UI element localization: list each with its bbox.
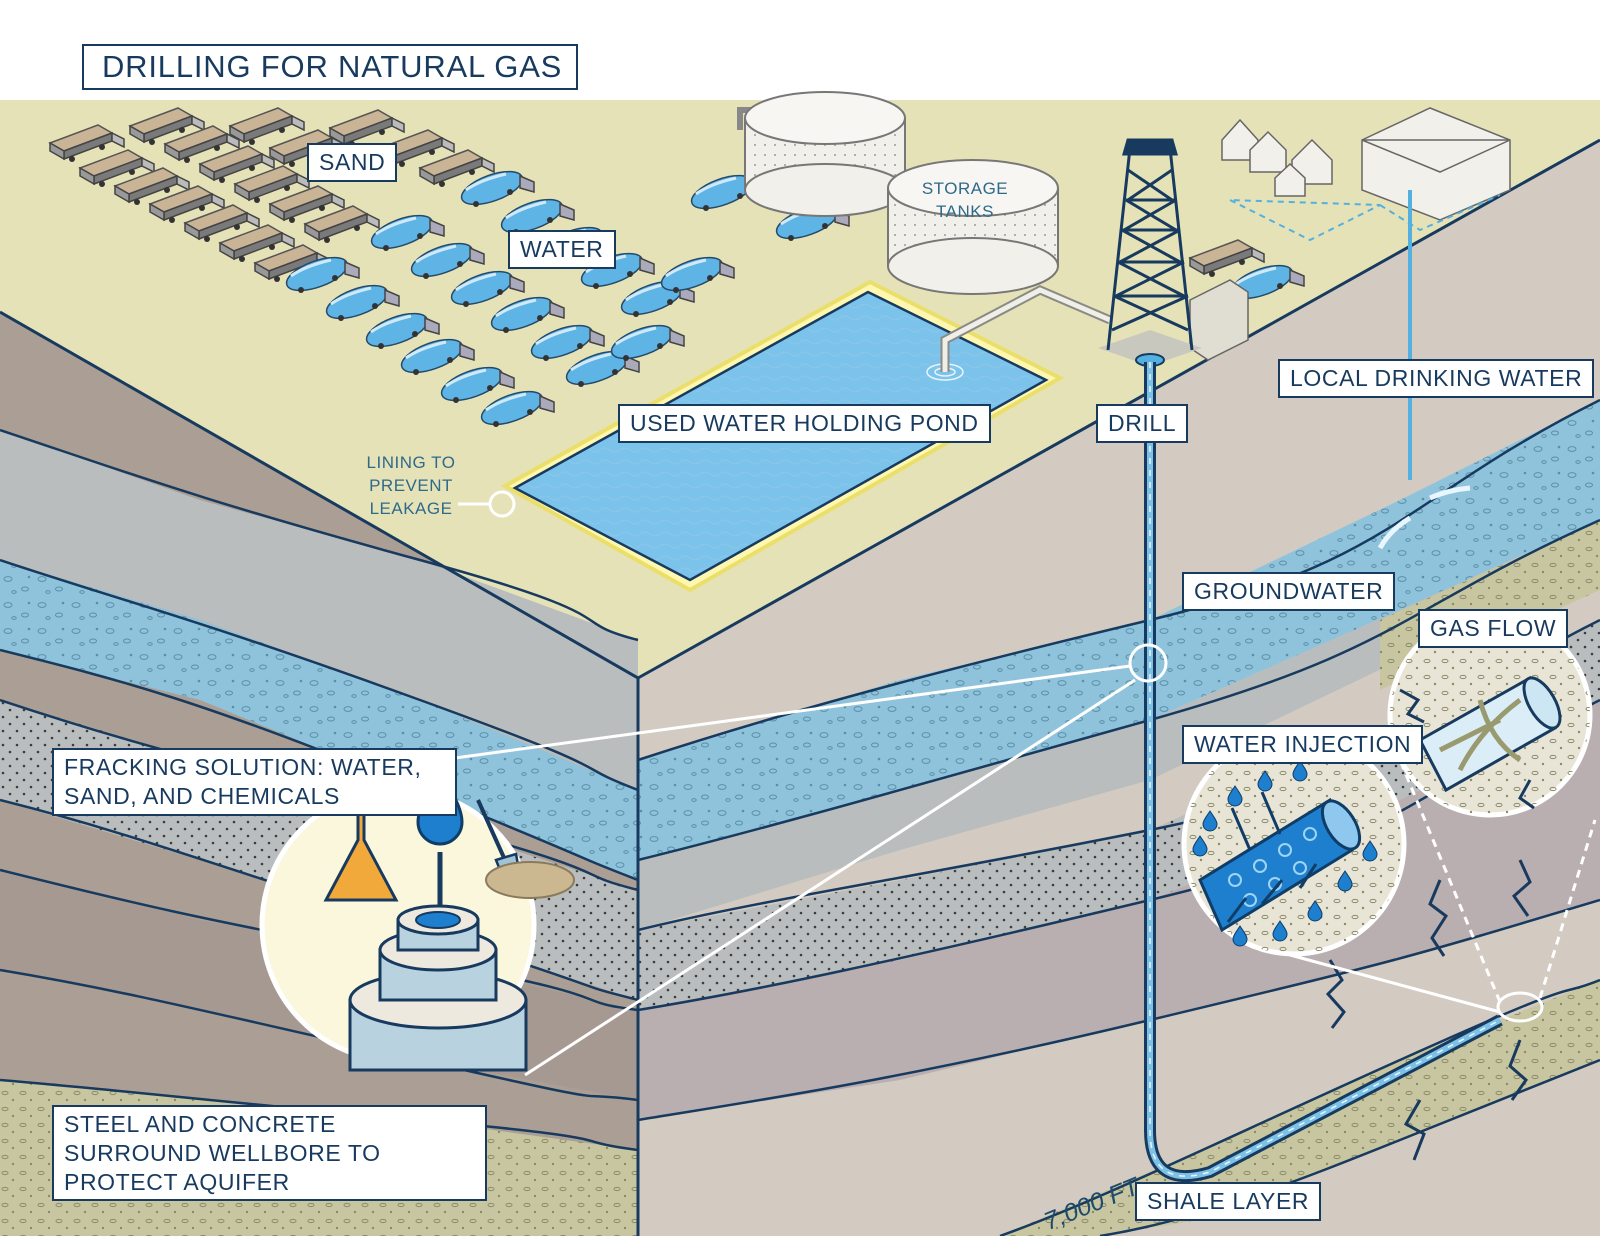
gas-flow-inset: [1387, 612, 1593, 818]
lining-label-line2: PREVENT: [369, 475, 453, 495]
building-icon: [1361, 107, 1511, 480]
page-title: DRILLING FOR NATURAL GAS: [82, 44, 578, 90]
wellbore-casing-icon: [348, 904, 528, 1072]
water-injection-label: WATER INJECTION: [1182, 725, 1424, 764]
sand-label: SAND: [307, 143, 398, 182]
water-injection-inset: [1181, 731, 1407, 957]
lining-label-line3: LEAKAGE: [369, 498, 453, 518]
groundwater-label: GROUNDWATER: [1182, 572, 1396, 611]
gas-flow-label: GAS FLOW: [1418, 609, 1569, 648]
steel-concrete-label: STEEL AND CONCRETE SURROUND WELLBORE TO …: [52, 1105, 487, 1202]
lining-label-line1: LINING TO: [366, 453, 456, 472]
water-label: WATER: [508, 230, 616, 269]
storage-tanks-label: STORAGE TANKS: [910, 178, 1020, 224]
wellbore: [1144, 362, 1503, 1183]
lining-label: LINING TO PREVENT LEAKAGE: [356, 452, 466, 521]
shale-layer-label: SHALE LAYER: [1135, 1182, 1322, 1221]
shovel-icon: [476, 799, 575, 899]
fracture-lines: [1325, 859, 1532, 1161]
right-cross-section: [637, 140, 1600, 1236]
holding-pond-label: USED WATER HOLDING POND: [618, 404, 991, 443]
house-icon: [1221, 118, 1381, 242]
fracking-inset: [259, 769, 575, 1072]
fracking-solution-label: FRACKING SOLUTION: WATER, SAND, AND CHEM…: [52, 748, 457, 816]
drill-label: DRILL: [1096, 404, 1189, 443]
local-drinking-water-label: LOCAL DRINKING WATER: [1278, 359, 1595, 398]
drill-rig-icon: [1098, 138, 1202, 366]
storage-tank-icon: [737, 91, 1059, 295]
storage-tanks-label-line2: TANKS: [936, 201, 994, 221]
storage-tanks-label-line1: STORAGE: [921, 179, 1009, 198]
